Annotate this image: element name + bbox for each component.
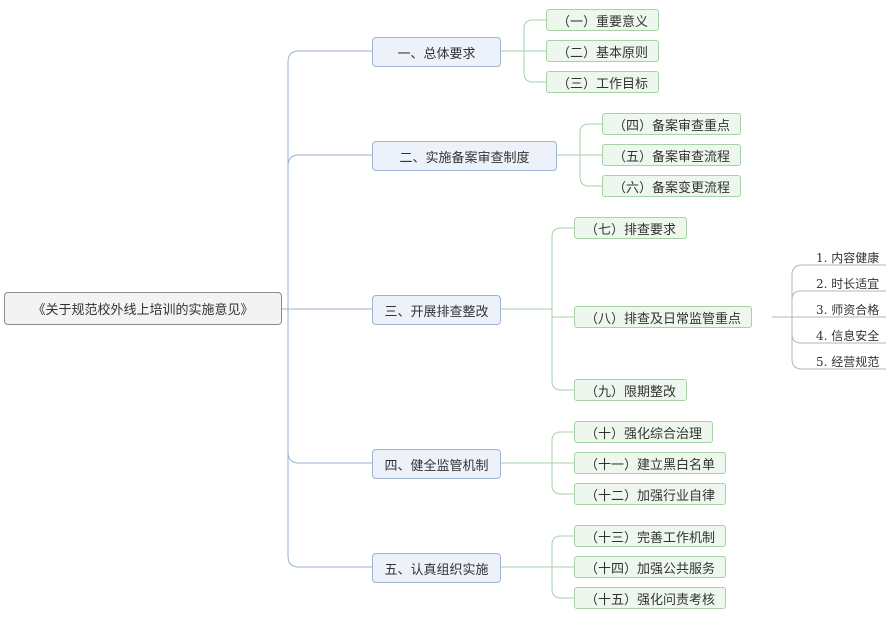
- topic-label: （九）限期整改: [585, 384, 677, 400]
- topic-3[interactable]: （三）工作目标: [546, 71, 660, 93]
- topic-13[interactable]: （十三）完善工作机制: [574, 525, 727, 547]
- connector-root-branch-2: [287, 154, 372, 309]
- focus-point-label: 4. 信息安全: [816, 329, 880, 343]
- topic-9[interactable]: （九）限期整改: [574, 379, 688, 401]
- topic-label: （五）备案审查流程: [613, 149, 731, 165]
- connector-focus-2: [791, 290, 886, 317]
- connector-b2: [557, 123, 602, 187]
- connector-b1: [501, 19, 546, 83]
- topic-label: （十三）完善工作机制: [585, 530, 716, 546]
- focus-point-1[interactable]: 1. 内容健康: [816, 249, 879, 266]
- topic-10[interactable]: （十）强化综合治理: [574, 421, 714, 443]
- branch-organize-implementation[interactable]: 五、认真组织实施: [372, 553, 501, 583]
- branch-filing-review-system[interactable]: 二、实施备案审查制度: [372, 141, 557, 171]
- topic-8[interactable]: （八）排查及日常监管重点: [574, 306, 753, 328]
- focus-point-label: 2. 时长适宜: [816, 277, 880, 291]
- topic-label: （十五）强化问责考核: [585, 592, 716, 608]
- root-topic[interactable]: 《关于规范校外线上培训的实施意见》: [4, 292, 282, 325]
- topic-label: （二）基本原则: [557, 45, 649, 61]
- branch-label: 五、认真组织实施: [384, 562, 489, 578]
- focus-point-label: 3. 师资合格: [816, 303, 880, 317]
- focus-point-4[interactable]: 4. 信息安全: [816, 327, 879, 344]
- branch-label: 一、总体要求: [397, 46, 476, 62]
- connector-focus-5: [791, 317, 886, 370]
- branch-general-requirements[interactable]: 一、总体要求: [372, 37, 501, 67]
- connector-root-branch-4: [287, 309, 372, 464]
- topic-14[interactable]: （十四）加强公共服务: [574, 556, 727, 578]
- connector-b5: [501, 535, 574, 599]
- root-title: 《关于规范校外线上培训的实施意见》: [32, 303, 254, 318]
- focus-point-2[interactable]: 2. 时长适宜: [816, 275, 879, 292]
- focus-point-5[interactable]: 5. 经营规范: [816, 353, 879, 370]
- topic-label: （四）备案审查重点: [613, 118, 731, 134]
- topic-7[interactable]: （七）排查要求: [574, 217, 688, 239]
- connector-root-branch-5: [287, 309, 372, 568]
- focus-point-3[interactable]: 3. 师资合格: [816, 301, 879, 318]
- topic-label: （八）排查及日常监管重点: [585, 311, 742, 327]
- topic-label: （七）排查要求: [585, 222, 677, 238]
- topic-label: （十四）加强公共服务: [585, 561, 716, 577]
- connector-b4: [501, 431, 574, 495]
- topic-4[interactable]: （四）备案审查重点: [602, 113, 742, 135]
- topic-label: （一）重要意义: [557, 14, 649, 30]
- connector-focus-1: [791, 264, 886, 317]
- branch-label: 三、开展排查整改: [384, 304, 489, 320]
- branch-label: 四、健全监管机制: [384, 458, 489, 474]
- focus-point-label: 5. 经营规范: [816, 355, 880, 369]
- topic-2[interactable]: （二）基本原则: [546, 40, 660, 62]
- topic-label: （十二）加强行业自律: [585, 488, 716, 504]
- branch-supervision-mechanism[interactable]: 四、健全监管机制: [372, 449, 501, 479]
- topic-11[interactable]: （十一）建立黑白名单: [574, 452, 727, 474]
- topic-label: （十一）建立黑白名单: [585, 457, 716, 473]
- topic-15[interactable]: （十五）强化问责考核: [574, 587, 727, 609]
- branch-inspection-rectification[interactable]: 三、开展排查整改: [372, 295, 501, 325]
- connector-b3: [501, 227, 574, 391]
- topic-12[interactable]: （十二）加强行业自律: [574, 483, 727, 505]
- branch-label: 二、实施备案审查制度: [399, 150, 530, 166]
- connector-root-branch-1: [287, 50, 372, 309]
- topic-5[interactable]: （五）备案审查流程: [602, 144, 742, 166]
- focus-point-label: 1. 内容健康: [816, 251, 880, 265]
- topic-1[interactable]: （一）重要意义: [546, 9, 660, 31]
- topic-label: （三）工作目标: [557, 76, 649, 92]
- topic-label: （十）强化综合治理: [585, 426, 703, 442]
- topic-6[interactable]: （六）备案变更流程: [602, 175, 742, 197]
- topic-label: （六）备案变更流程: [613, 180, 731, 196]
